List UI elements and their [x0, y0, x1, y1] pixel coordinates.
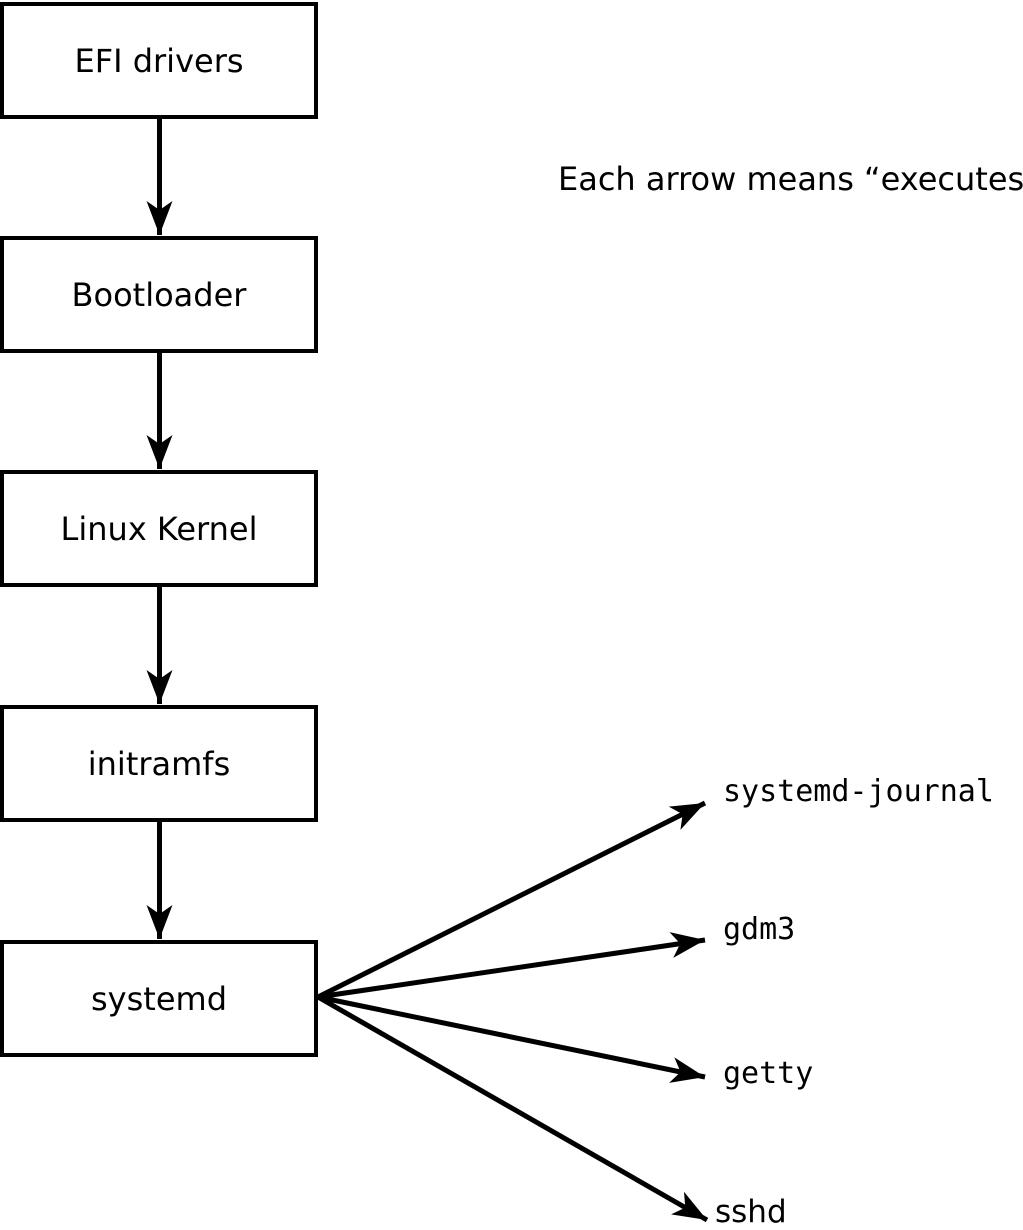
edge-systemd-to-systemd-journal	[316, 800, 707, 1000]
node-label: Linux Kernel	[60, 509, 258, 548]
node-efi-drivers: EFI drivers	[0, 2, 318, 119]
node-label: initramfs	[87, 744, 231, 783]
node-bootloader: Bootloader	[0, 236, 318, 353]
edge-systemd-to-getty	[317, 994, 706, 1083]
node-label: Bootloader	[71, 275, 247, 314]
node-label: systemd	[91, 979, 227, 1018]
edge-systemd-to-gdm3	[317, 932, 706, 1000]
node-linux-kernel: Linux Kernel	[0, 470, 318, 587]
node-label: EFI drivers	[74, 41, 244, 80]
node-initramfs: initramfs	[0, 705, 318, 822]
diagram-caption: Each arrow means “executes”.	[558, 160, 1023, 198]
node-systemd: systemd	[0, 940, 318, 1057]
label-getty: getty	[723, 1056, 814, 1091]
label-systemd-journal: systemd-journal	[723, 774, 994, 809]
edge-systemd-to-sshd	[316, 994, 709, 1223]
label-gdm3: gdm3	[723, 912, 796, 947]
label-sshd: sshd	[715, 1194, 787, 1230]
